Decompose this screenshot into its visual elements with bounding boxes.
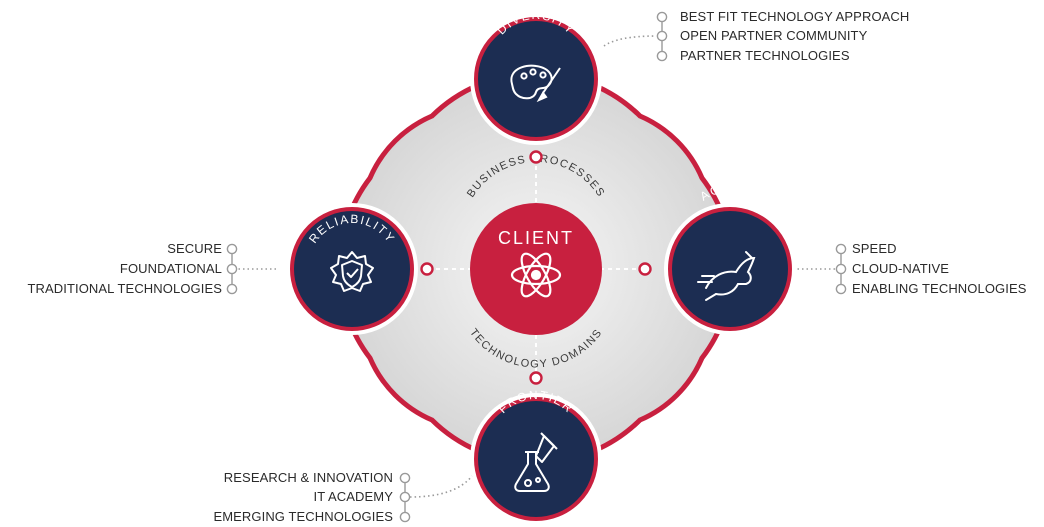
reliability-item-2: FOUNDATIONAL <box>119 261 222 276</box>
agility-item-1: SPEED <box>852 241 897 256</box>
shield-check-icon <box>330 251 374 292</box>
diversity-item-1: BEST FIT TECHNOLOGY APPROACH <box>680 9 910 24</box>
diversity-item-2: OPEN PARTNER COMMUNITY <box>680 28 868 43</box>
reliability-item-3: TRADITIONAL TECHNOLOGIES <box>27 281 222 296</box>
frontier-item-2: IT ACADEMY <box>313 489 393 504</box>
pillar-reliability[interactable]: RELIABILITY <box>286 203 434 335</box>
pillar-diversity[interactable]: DIVERSITY <box>470 8 602 164</box>
frontier-item-1: RESEARCH & INNOVATION <box>223 470 393 485</box>
frontier-item-3: EMERGING TECHNOLOGIES <box>213 509 393 524</box>
pillar-agility[interactable]: AGILITY <box>638 181 797 335</box>
list-bullets <box>226 11 847 523</box>
palette-brush-icon <box>510 64 561 103</box>
center-title: CLIENT <box>498 228 574 248</box>
agility-item-2: CLOUD-NATIVE <box>852 261 950 276</box>
pillar-reliability-node <box>420 262 434 276</box>
diversity-item-3: PARTNER TECHNOLOGIES <box>680 48 850 63</box>
svg-text:AGILITY: AGILITY <box>697 181 762 204</box>
agility-item-3: ENABLING TECHNOLOGIES <box>852 281 1027 296</box>
pillar-frontier[interactable]: FRONTIER <box>470 371 602 526</box>
lab-flask-icon <box>514 432 558 492</box>
reliability-item-1: SECURE <box>167 241 222 256</box>
atom-icon <box>510 252 562 298</box>
pillar-agility-node <box>638 262 652 276</box>
pillar-diversity-node <box>529 150 543 164</box>
pillar-frontier-node <box>529 371 543 385</box>
running-rabbit-icon <box>697 251 756 301</box>
center-client: CLIENT <box>470 203 602 335</box>
connector-lines <box>428 158 645 378</box>
pillar-agility-title: AGILITY <box>697 181 760 204</box>
callout-lines <box>234 35 836 498</box>
